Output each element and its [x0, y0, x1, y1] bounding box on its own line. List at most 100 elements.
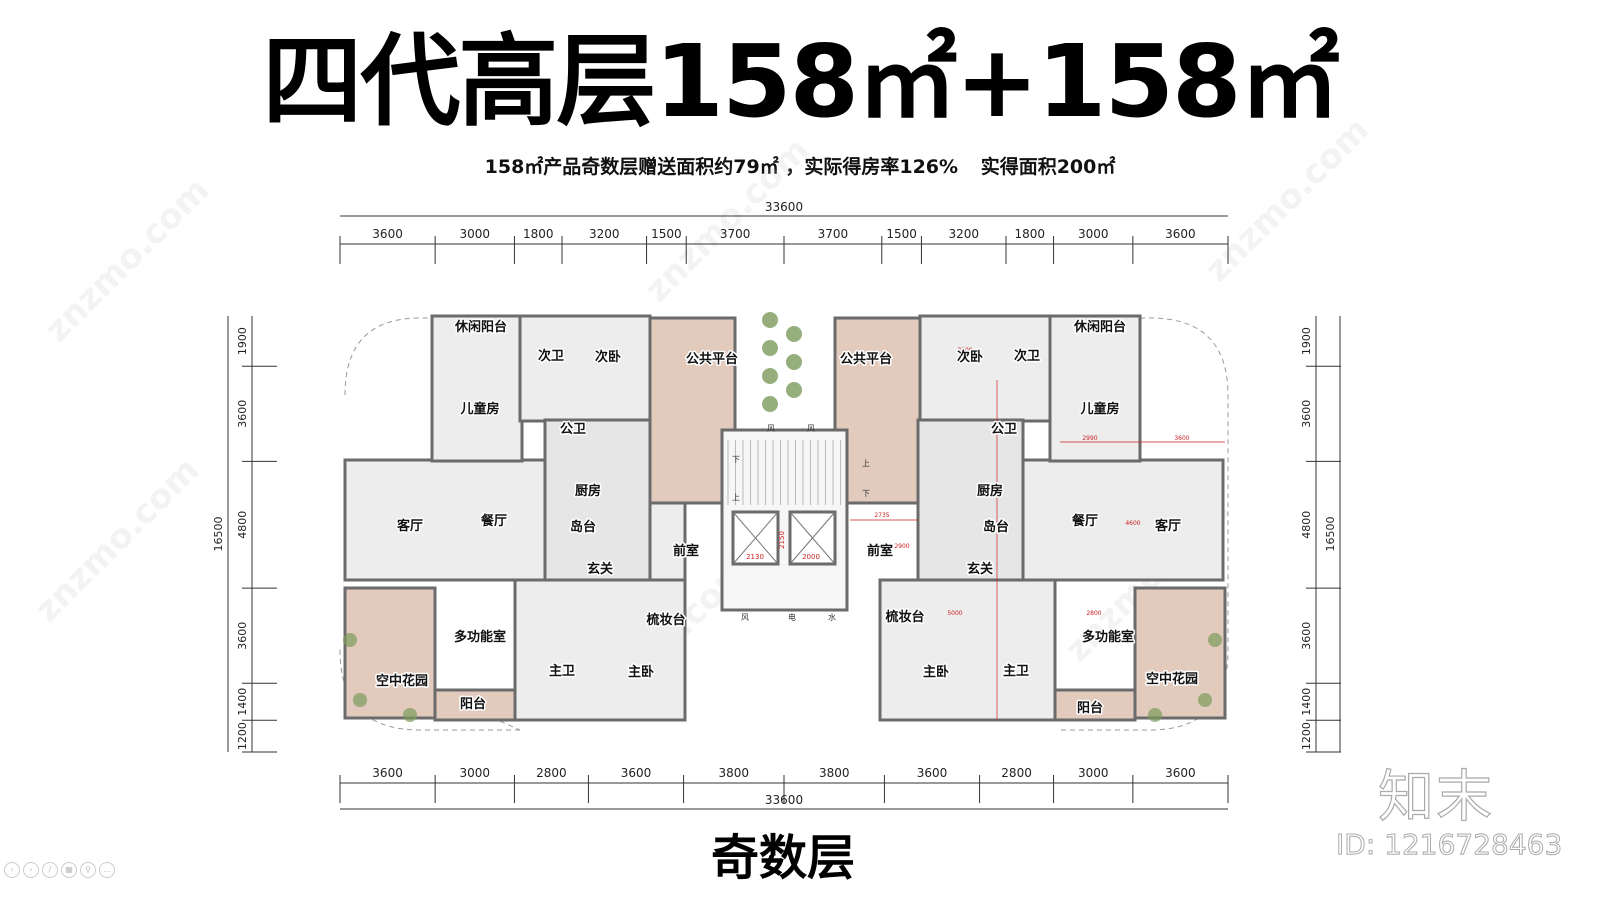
tree-icon	[762, 396, 778, 412]
subtitle-area-info: 158㎡产品奇数层赠送面积约79㎡ ，实际得房率126%	[484, 156, 959, 178]
tree-icon	[762, 312, 778, 328]
room-label: 厨房	[575, 483, 601, 499]
image-id: ID: 1216728463	[1335, 828, 1563, 862]
dimension-label: 3600	[917, 766, 948, 780]
next-icon[interactable]: ›	[23, 862, 39, 878]
room-label: 阳台	[460, 696, 486, 712]
dimension-label: 1500	[886, 227, 917, 241]
elevator-cross	[732, 511, 779, 565]
dimension-label: 2800	[536, 766, 567, 780]
dimension-label: 3600	[1165, 766, 1196, 780]
room-label: 公卫	[560, 422, 586, 437]
dimension-label: 3000	[1078, 227, 1109, 241]
room-label: 多功能室	[454, 629, 506, 645]
subtitle-actual-area: 实得面积200㎡	[980, 156, 1116, 178]
dimension-label: 3600	[372, 766, 403, 780]
kitchen-zone	[916, 418, 1025, 582]
elevator-dimension: 2000	[802, 553, 820, 561]
room-label: 公共平台	[686, 351, 738, 367]
dimension-label: 3600	[621, 766, 652, 780]
room-label: 主卫	[549, 663, 575, 679]
room-label: 玄关	[967, 561, 993, 577]
plant-icon	[353, 693, 367, 707]
room-label: 公共平台	[840, 351, 892, 367]
dimension-label-total: 33600	[765, 200, 803, 214]
red-dimension: 4600	[1125, 520, 1140, 527]
dimension-label: 3700	[720, 227, 751, 241]
core-label: 风	[807, 424, 815, 433]
dimension-label: 3800	[719, 766, 750, 780]
red-dimension: 2735	[874, 512, 889, 519]
core-label: 下	[732, 455, 740, 464]
bedroom-zone	[1048, 314, 1142, 463]
room-label: 前室	[867, 543, 893, 559]
tree-icon	[786, 382, 802, 398]
room-label: 岛台	[570, 519, 596, 535]
room-label: 梳妆台	[646, 612, 685, 628]
znzmo-logo: 知末	[1377, 764, 1494, 830]
core-label: 风	[767, 424, 775, 433]
red-dimension: 2900	[894, 543, 909, 550]
dimension-label-total: 16500	[212, 517, 225, 552]
room-label: 主卧	[628, 664, 654, 680]
core-label: 上	[862, 459, 870, 468]
prev-icon[interactable]: ‹	[4, 862, 20, 878]
tree-icon	[786, 326, 802, 342]
plant-icon	[1148, 708, 1162, 722]
room-label: 主卫	[1003, 663, 1029, 679]
plant-icon	[343, 633, 357, 647]
room-label: 公卫	[991, 422, 1017, 437]
red-dimension: 2800	[1086, 610, 1101, 617]
room-labels: 休闲阳台次卫次卧公共平台儿童房公卫厨房客厅餐厅岛台玄关前室多功能室梳妆台主卫主卧…	[374, 318, 1199, 718]
dimension-label: 1400	[236, 688, 249, 716]
room-label: 次卧	[957, 349, 983, 365]
room-label: 厨房	[977, 483, 1003, 499]
tree-icon	[786, 354, 802, 370]
dimension-label-total: 33600	[765, 793, 803, 807]
room-label: 主卧	[923, 664, 949, 680]
dimension-label: 1500	[651, 227, 682, 241]
dimension-label: 3200	[589, 227, 620, 241]
room-label: 儿童房	[1079, 401, 1119, 417]
elevator-dimension: 2150	[778, 531, 786, 549]
floor-label: 奇数层	[710, 830, 855, 886]
pen-icon[interactable]: /	[42, 862, 58, 878]
dimension-label: 3000	[460, 227, 491, 241]
dimension-label: 3600	[372, 227, 403, 241]
room-label: 玄关	[587, 561, 613, 577]
core-label: 下	[862, 489, 870, 498]
dimension-label: 1800	[1015, 227, 1046, 241]
subtitle: 158㎡产品奇数层赠送面积约79㎡ ，实际得房率126% 实得面积200㎡	[0, 152, 1600, 179]
room-label: 梳妆台	[885, 609, 924, 625]
tree-icon	[762, 340, 778, 356]
room-label: 多功能室	[1082, 629, 1134, 645]
grid-icon[interactable]: ▦	[61, 862, 77, 878]
core-label: 电	[788, 612, 796, 622]
master-zone	[878, 578, 1057, 722]
dimension-label: 1400	[1300, 688, 1313, 716]
room-label: 空中花园	[376, 673, 428, 689]
more-icon[interactable]: …	[99, 862, 115, 878]
plant-icon	[1198, 693, 1212, 707]
plan-base	[339, 312, 1229, 731]
dimension-label: 2800	[1001, 766, 1032, 780]
dimension-label: 3600	[236, 400, 249, 428]
balcony	[433, 688, 517, 722]
core-label: 水	[828, 612, 836, 622]
dimension-label: 1800	[523, 227, 554, 241]
red-dimension: 3600	[1174, 435, 1189, 442]
room-label: 休闲阳台	[454, 319, 507, 335]
kitchen-zone	[543, 418, 652, 582]
page-title: 四代高层158㎡+158㎡	[262, 23, 1339, 140]
secondary-bedroom	[518, 314, 652, 423]
dimension-label: 3700	[818, 227, 849, 241]
dimension-label: 3000	[1078, 766, 1109, 780]
room-label: 前室	[673, 543, 699, 559]
zoom-icon[interactable]: ⚲	[80, 862, 96, 878]
dimension-label: 3600	[1300, 400, 1313, 428]
dimension-label: 4800	[1300, 511, 1313, 539]
dimension-label: 3600	[1165, 227, 1196, 241]
elevator-cross	[789, 511, 836, 565]
